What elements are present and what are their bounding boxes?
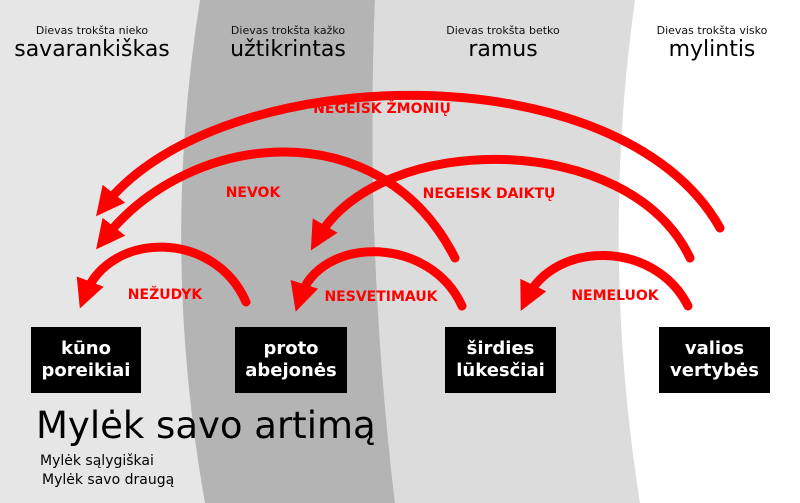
arrow-label: NEVOK: [225, 185, 281, 201]
band-mid: [372, 0, 640, 503]
sub-text-1: Mylėk sąlygiškai: [40, 453, 154, 469]
column-title: mylintis: [668, 37, 756, 62]
column-title: savarankiškas: [14, 37, 170, 62]
box-line: proto: [263, 338, 319, 359]
box-line: širdies: [466, 338, 535, 359]
box-line: kūno: [61, 338, 111, 359]
column-caption: Dievas trokšta kažko: [230, 24, 346, 37]
column-caption: Dievas trokšta visko: [656, 24, 768, 37]
column-ramus: Dievas trokšta betko ramus: [403, 24, 603, 63]
box-line: abejonės: [245, 360, 337, 381]
box-line: valios: [684, 338, 745, 359]
box-kuno-poreikiai: kūno poreikiai: [31, 327, 141, 393]
column-mylintis: Dievas trokšta visko mylintis: [612, 24, 800, 63]
arrow-nezudyk: [76, 242, 251, 309]
arrow-label: NEMELUOK: [571, 288, 659, 304]
box-line: lūkesčiai: [456, 360, 545, 381]
arrow-nesvetimauk: [290, 247, 467, 312]
box-line: vertybės: [670, 360, 759, 381]
arrow-label: NESVETIMAUK: [324, 289, 438, 305]
column-title: užtikrintas: [230, 37, 346, 62]
column-savarankiskas: Dievas trokšta nieko savarankiškas: [0, 24, 192, 63]
arrow-negeisk-zmoniu: [96, 90, 725, 233]
arrow-label: NEGEISK DAIKTŲ: [422, 186, 556, 202]
column-title: ramus: [468, 37, 538, 62]
arrow-label: NEŽUDYK: [127, 287, 203, 303]
column-caption: Dievas trokšta nieko: [35, 24, 149, 37]
box-proto-abejones: proto abejonės: [235, 327, 347, 393]
column-caption: Dievas trokšta betko: [446, 24, 560, 37]
sub-text-2: Mylėk savo draugą: [42, 472, 175, 488]
arrow-negeisk-daiktu: [310, 154, 695, 263]
arrow-nemeluok: [520, 251, 693, 311]
column-uztikrintas: Dievas trokšta kažko užtikrintas: [188, 24, 388, 63]
arrow-label: NEGEISK ŽMONIŲ: [313, 101, 451, 117]
box-line: poreikiai: [41, 360, 131, 381]
box-valios-vertybes: valios vertybės: [659, 327, 770, 393]
box-sirdies-lukesciai: širdies lūkesčiai: [445, 327, 556, 393]
arrow-nevok: [96, 147, 460, 263]
main-heading: Mylėk savo artimą: [36, 404, 376, 447]
